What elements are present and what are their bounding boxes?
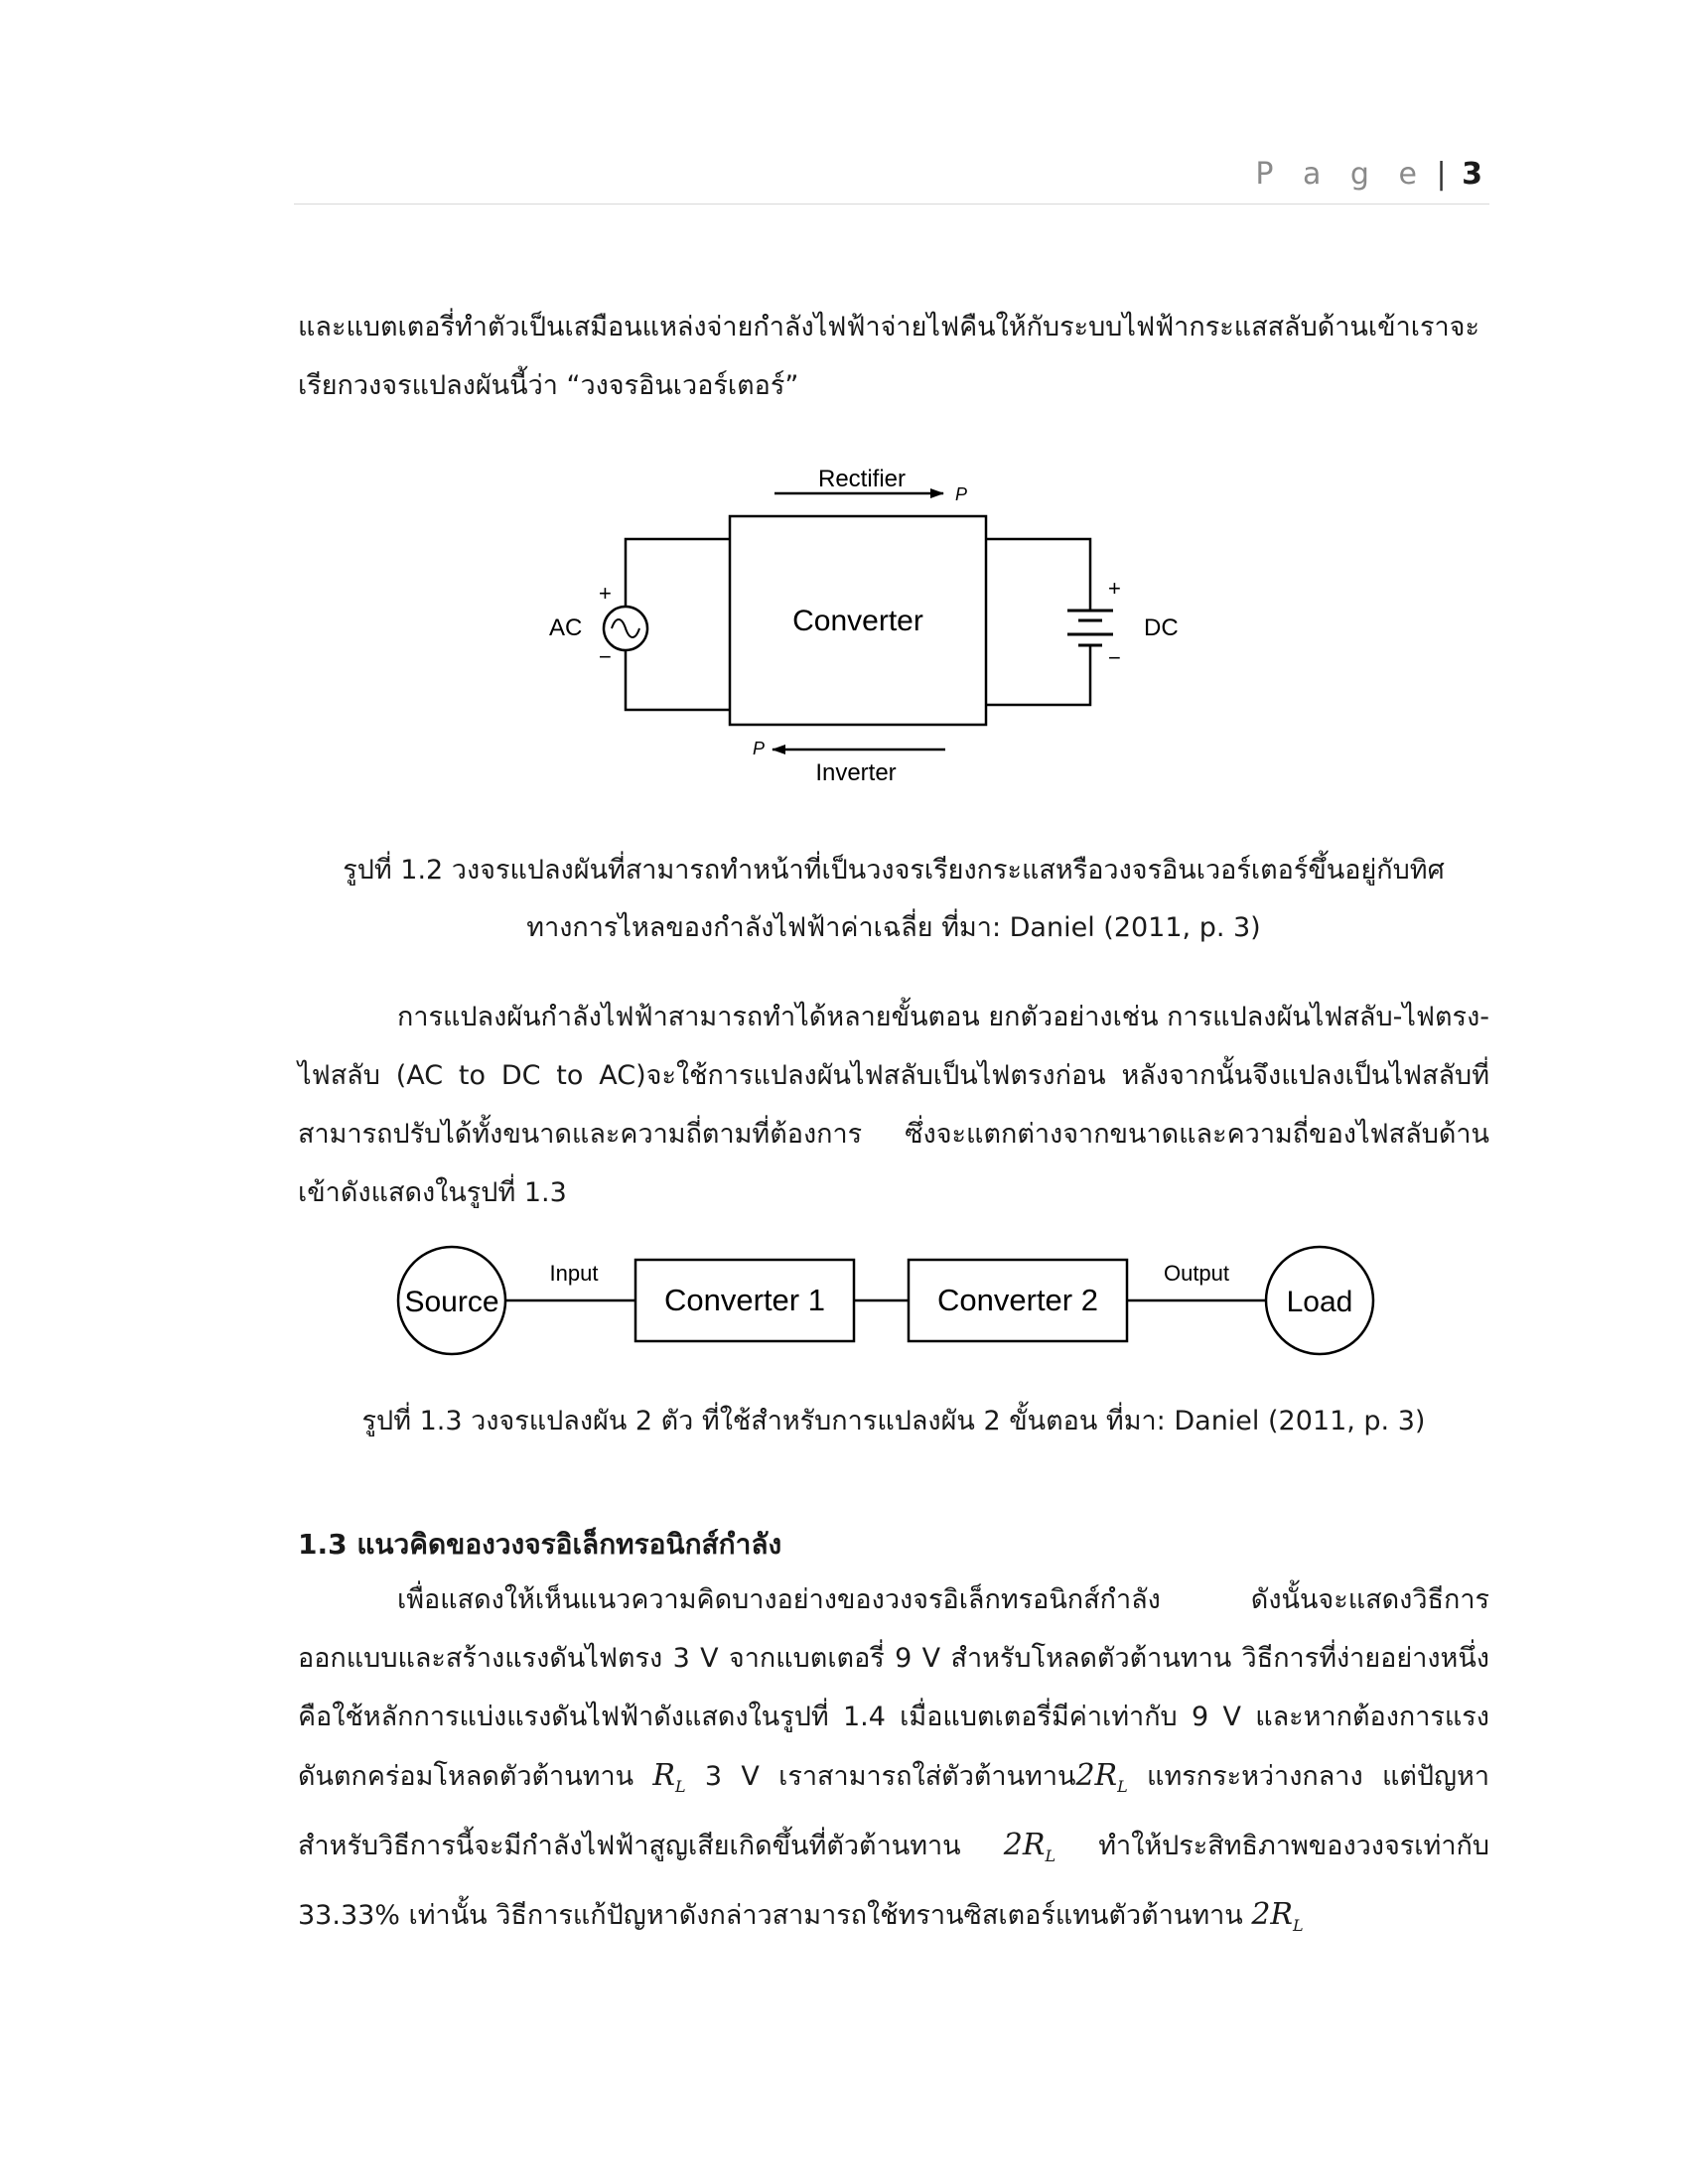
ac-sine-wave-icon [611, 618, 640, 638]
page-number: 3 [1462, 157, 1482, 192]
converter-label: Converter [792, 605, 923, 637]
section-heading: 1.3 แนวคิดของวงจรอิเล็กทรอนิกส์กำลัง [298, 1528, 782, 1561]
figure-1-3-diagram: Source Input Converter 1 Converter 2 Out… [396, 1245, 1375, 1356]
two-rl-symbol-1: 2RL [1075, 1758, 1128, 1796]
converter-2-label: Converter 2 [937, 1283, 1098, 1317]
ac-label: AC [549, 614, 582, 641]
inverter-power-label: P [753, 739, 765, 758]
converter-1-label: Converter 1 [664, 1283, 825, 1317]
inverter-label: Inverter [815, 759, 896, 786]
figure-1-2-caption-line1: รูปที่ 1.2 วงจรแปลงผันที่สามารถทำหน้าที่… [343, 855, 1445, 886]
ac-wire-top [624, 537, 730, 607]
page-header: P a g e | 3 [1255, 157, 1482, 192]
figure-1-2-caption-line2: ทางการไหลของกำลังไฟฟ้าค่าเฉลี่ย ที่มา: D… [526, 912, 1261, 943]
dc-wire-top [986, 537, 1092, 611]
section-text-part2: 3 V เราสามารถใส่ตัวต้านทาน [685, 1761, 1076, 1792]
two-rl-base: 2R [1075, 1758, 1118, 1793]
two-rl-symbol-2: 2RL [1003, 1828, 1056, 1865]
dc-battery-symbol [1067, 609, 1113, 647]
paragraph-ac-dc-ac: การแปลงผันกำลังไฟฟ้าสามารถทำได้หลายขั้นต… [298, 1002, 1489, 1208]
dc-label: DC [1144, 614, 1179, 641]
rl-symbol: RL [652, 1758, 686, 1796]
ac-plus-sign: + [599, 581, 612, 606]
ac-minus-sign: − [599, 644, 612, 669]
section-text-part3: แทรกระหว่างกลาง แต่ปัญหาสำหรับวิธีการนี้… [298, 1761, 1489, 1861]
rl-symbol-base: R [652, 1758, 675, 1793]
output-label: Output [1164, 1261, 1229, 1286]
dc-wire-bottom [986, 645, 1092, 707]
rectifier-power-label: P [955, 484, 967, 504]
rl-symbol-subscript: L [675, 1777, 686, 1796]
two-rl-symbol-3: 2RL [1251, 1897, 1304, 1935]
rectifier-label: Rectifier [818, 466, 906, 492]
two-rl-subscript: L [1045, 1846, 1056, 1865]
load-node [1264, 1245, 1375, 1356]
two-rl-subscript: L [1117, 1777, 1128, 1796]
two-rl-base: 2R [1003, 1828, 1046, 1862]
dc-minus-sign: − [1108, 645, 1121, 670]
two-rl-subscript: L [1293, 1916, 1304, 1935]
section-text-part1: เพื่อแสดงให้เห็นแนวความคิดบางอย่างของวงจ… [298, 1584, 1489, 1792]
header-divider [294, 204, 1489, 205]
page-separator: | [1436, 157, 1447, 192]
two-rl-base: 2R [1251, 1897, 1294, 1932]
load-label: Load [1287, 1286, 1353, 1318]
ac-wire-bottom [624, 650, 730, 712]
section-text-part4: ทำให้ประสิทธิภาพของวงจรเท่ากับ 33.33% เท… [298, 1831, 1489, 1931]
input-label: Input [550, 1261, 599, 1286]
figure-1-2-diagram: Rectifier P Converter AC + − DC + − P In… [549, 466, 1179, 786]
figure-1-3-caption: รูปที่ 1.3 วงจรแปลงผัน 2 ตัว ที่ใช้สำหรั… [361, 1406, 1426, 1436]
converter-block [728, 514, 988, 727]
section-1-3-paragraph: เพื่อแสดงให้เห็นแนวความคิดบางอย่างของวงจ… [298, 1570, 1489, 1955]
page-word: P a g e [1255, 157, 1427, 192]
intro-paragraph: และแบตเตอรี่ทำตัวเป็นเสมือนแหล่งจ่ายกำลั… [298, 312, 1479, 401]
figure-1-2-caption: รูปที่ 1.2 วงจรแปลงผันที่สามารถทำหน้าที่… [298, 842, 1489, 957]
dc-plus-sign: + [1108, 576, 1121, 601]
ac-source-symbol [602, 605, 649, 652]
source-label: Source [404, 1286, 498, 1318]
